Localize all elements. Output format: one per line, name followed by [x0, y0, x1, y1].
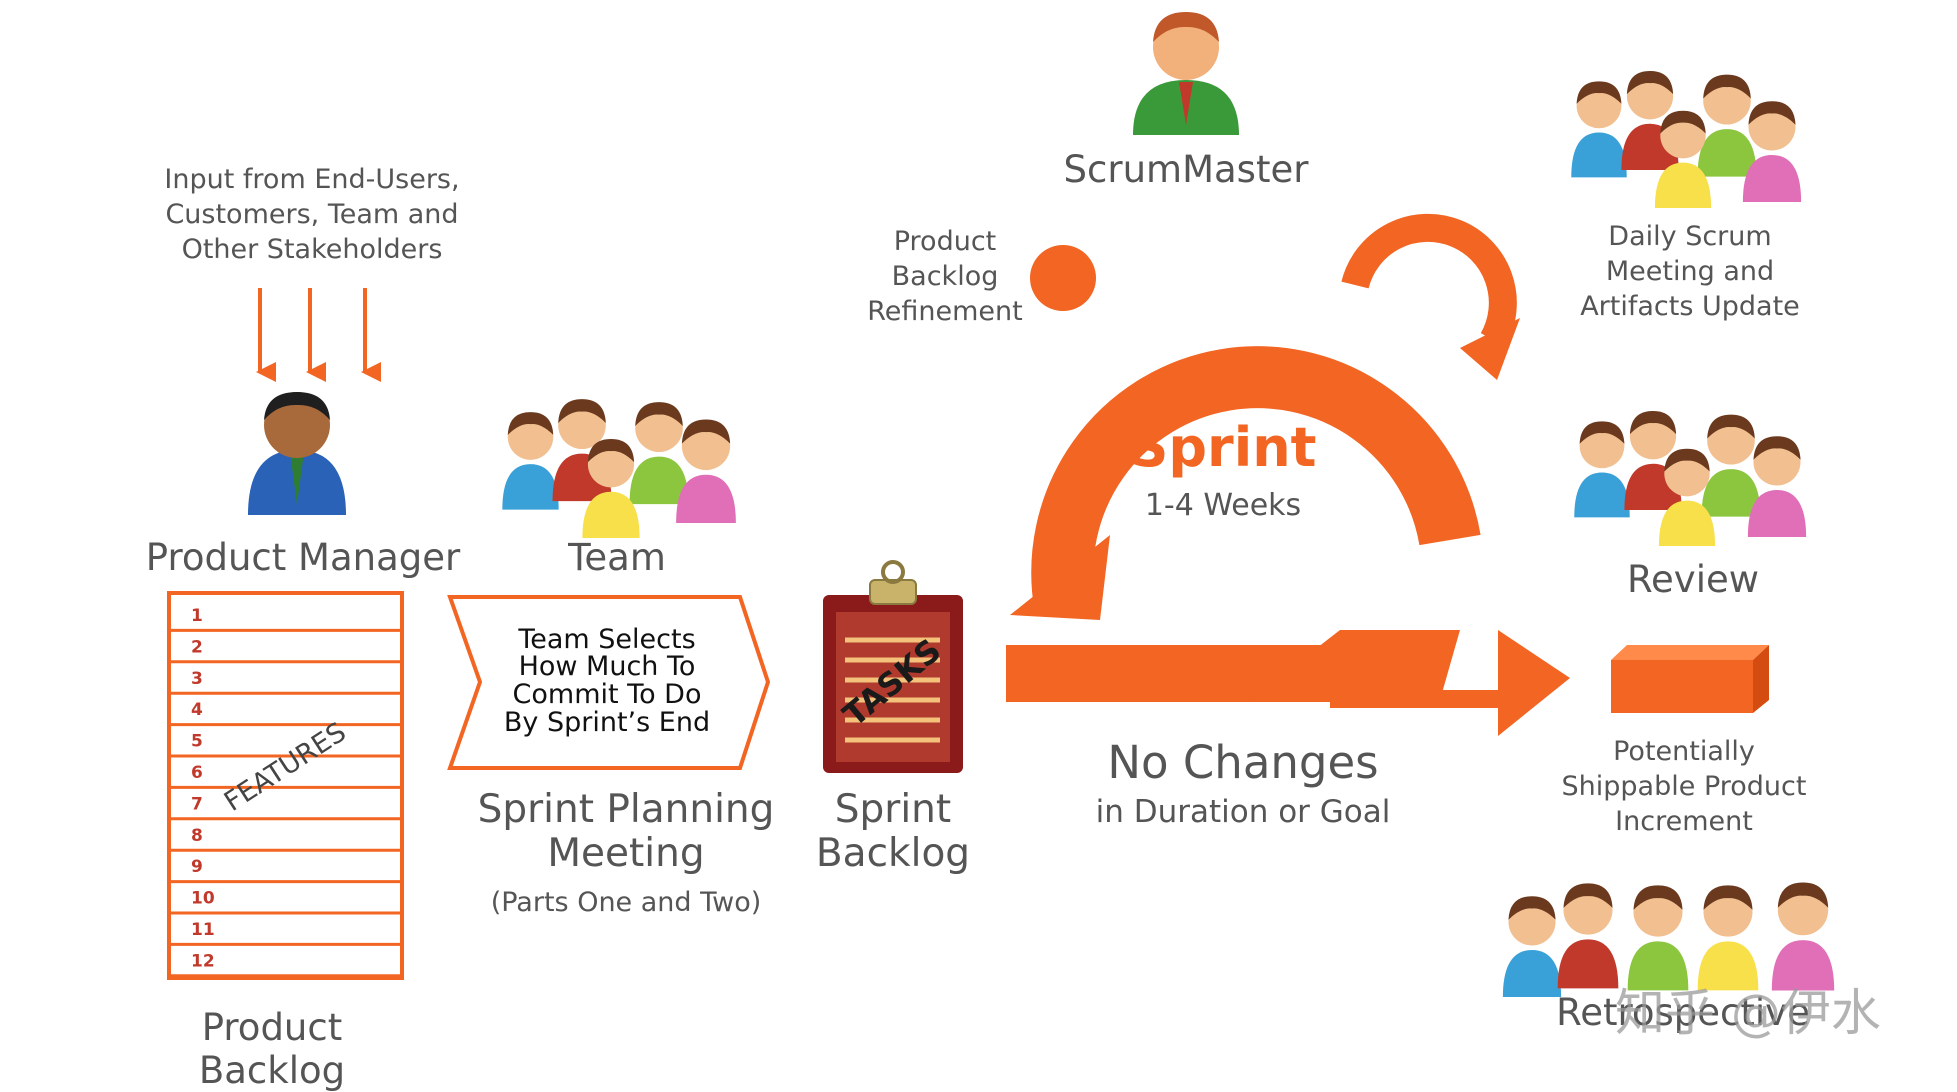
- input-note-line-1: Input from End-Users,: [164, 164, 459, 195]
- backlog-row-number: 7: [191, 794, 203, 814]
- planning-box-line-4: By Sprint’s End: [504, 707, 710, 738]
- sprint-planning-label-1: Sprint Planning: [478, 787, 775, 832]
- daily-line-1: Daily Scrum: [1608, 221, 1771, 252]
- clipboard-icon: TASKS: [823, 560, 963, 773]
- sprint-backlog-label-2: Backlog: [816, 831, 970, 876]
- backlog-row-number: 9: [191, 857, 203, 877]
- backlog-row-number: 4: [191, 700, 203, 720]
- increment-line-2: Shippable Product: [1562, 771, 1807, 802]
- no-changes-subtitle: in Duration or Goal: [1096, 794, 1391, 830]
- backlog-row-number: 8: [191, 826, 203, 846]
- scrum-master-icon: [1133, 12, 1239, 135]
- backlog-row-number: 5: [191, 732, 203, 752]
- no-changes-title: No Changes: [1107, 736, 1378, 789]
- product-backlog-label-1: Product: [202, 1006, 342, 1049]
- sprint-title: Sprint: [1130, 416, 1317, 479]
- product-manager-label: Product Manager: [146, 536, 461, 579]
- sprint-planning-label-2: Meeting: [547, 831, 704, 876]
- team-icon: [502, 399, 736, 538]
- product-manager-icon: [248, 392, 346, 515]
- retrospective-label: Retrospective: [1556, 991, 1810, 1034]
- refinement-line-1: Product: [894, 226, 997, 257]
- planning-box-line-3: Commit To Do: [513, 679, 702, 710]
- retrospective-team-icon: [1503, 883, 1834, 998]
- daily-line-3: Artifacts Update: [1580, 291, 1800, 322]
- sprint-planning-sublabel: (Parts One and Two): [491, 887, 762, 918]
- input-note-line-3: Other Stakeholders: [182, 234, 443, 265]
- sprint-duration: 1-4 Weeks: [1145, 488, 1301, 523]
- product-backlog-label-2: Backlog: [199, 1049, 345, 1092]
- scrum-master-label: ScrumMaster: [1064, 148, 1310, 191]
- backlog-row-number: 12: [191, 951, 215, 971]
- review-team-icon: [1574, 411, 1806, 546]
- sprint-backlog-label-1: Sprint: [835, 787, 951, 832]
- planning-box-line-2: How Much To: [519, 651, 696, 682]
- sprint-planning-box: Team Selects How Much To Commit To Do By…: [447, 595, 771, 770]
- daily-scrum-team-icon: [1571, 71, 1801, 208]
- backlog-row-number: 3: [191, 669, 203, 689]
- review-label: Review: [1627, 558, 1759, 601]
- backlog-row-number: 6: [191, 763, 203, 783]
- stakeholder-input-note: Input from End-Users, Customers, Team an…: [164, 164, 459, 265]
- backlog-row-number: 10: [191, 889, 215, 909]
- backlog-row-number: 2: [191, 637, 203, 657]
- input-note-line-2: Customers, Team and: [165, 199, 458, 230]
- refinement-line-2: Backlog: [892, 261, 999, 292]
- planning-box-line-1: Team Selects: [517, 624, 695, 655]
- backlog-row-number: 11: [191, 920, 215, 940]
- increment-box-icon: [1611, 645, 1769, 713]
- sprint-cycle-icon: [1006, 213, 1570, 736]
- increment-line-3: Increment: [1615, 806, 1753, 837]
- input-arrows: [256, 288, 381, 382]
- watermark: 知乎 @伊水: [1615, 984, 1881, 1042]
- increment-line-1: Potentially: [1613, 736, 1755, 767]
- backlog-row-number: 1: [191, 606, 203, 626]
- daily-line-2: Meeting and: [1606, 256, 1774, 287]
- refinement-line-3: Refinement: [867, 296, 1023, 327]
- team-label: Team: [567, 536, 666, 579]
